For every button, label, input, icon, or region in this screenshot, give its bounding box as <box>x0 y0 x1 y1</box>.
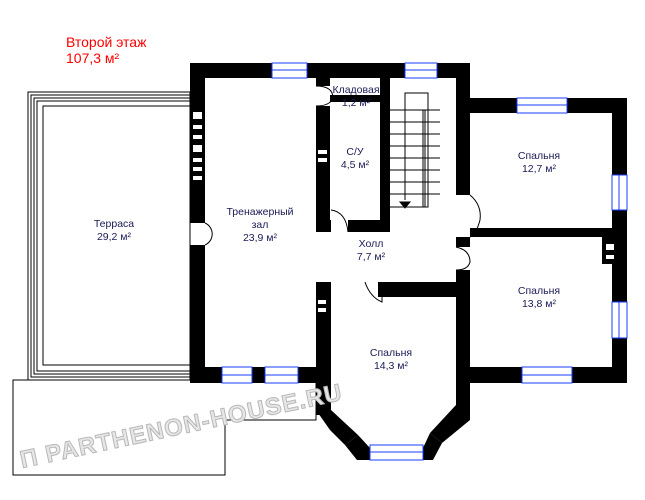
room-area-bedroom-1: 12,7 м² <box>522 163 557 175</box>
room-area-bedroom-2: 13,8 м² <box>522 298 557 310</box>
room-area-storage: 1,2 м² <box>342 97 371 109</box>
room-area-terrace: 29,2 м² <box>97 231 132 243</box>
svg-text:Π: Π <box>18 444 42 474</box>
room-name-wc: С/У <box>346 146 364 158</box>
svg-text:PARTHENON-HOUSE.RU: PARTHENON-HOUSE.RU <box>43 379 345 468</box>
floor-title: Второй этаж <box>66 34 147 50</box>
room-area-bedroom-3: 14,3 м² <box>374 360 409 372</box>
room-area-wc: 4,5 м² <box>341 159 370 171</box>
room-name-bedroom-3: Спальня <box>370 347 412 359</box>
room-name-bedroom-1: Спальня <box>518 150 560 162</box>
room-name-terrace: Терраса <box>94 218 134 230</box>
room-area-gym: 23,9 м² <box>243 232 278 244</box>
floor-area: 107,3 м² <box>66 50 120 66</box>
room-name-storage: Кладовая <box>332 84 379 96</box>
vents <box>193 112 614 312</box>
room-name-bedroom-2: Спальня <box>518 285 560 297</box>
room-area-hall: 7,7 м² <box>357 251 386 263</box>
room-name-hall: Холл <box>359 238 384 250</box>
doors <box>204 85 481 303</box>
watermark-logo: Π PARTHENON-HOUSE.RU <box>17 379 345 475</box>
room-name-gym-2: зал <box>252 219 269 231</box>
room-name-gym: Тренажерный <box>226 206 293 218</box>
stairs <box>390 92 440 209</box>
windows <box>221 62 628 461</box>
